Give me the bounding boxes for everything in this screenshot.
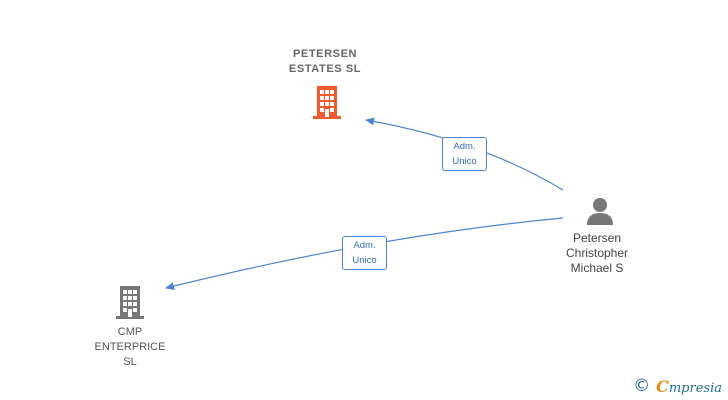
brand-name: Cmpresia [656,377,722,396]
role-line: Adm. [353,240,376,251]
company-node-cmp-enterprice[interactable]: CMP ENTERPRICE SL [70,325,190,370]
company-node-petersen-estates[interactable]: PETERSEN ESTATES SL [265,47,385,77]
building-icon[interactable] [114,284,146,320]
brand-rest: mpresia [668,380,722,396]
role-label-adm-unico[interactable]: Adm. Unico [442,137,487,171]
person-node-petersen[interactable]: Petersen Christopher Michael S [547,231,647,276]
person-name-line: Christopher [565,246,629,260]
role-line: Adm. [453,141,476,152]
company-name-line: CMP [117,326,143,338]
role-line: Unico [352,255,377,266]
person-name-line: Michael S [570,261,624,275]
copyright-icon: © [633,376,651,396]
brand-initial: C [656,376,669,396]
person-icon[interactable] [585,196,615,226]
company-name-line: ENTERPRICE [94,341,166,353]
person-name-line: Petersen [572,231,622,245]
empresia-logo: © Cmpresia [633,376,722,396]
building-icon[interactable] [311,84,343,120]
company-name-line: PETERSEN [292,48,358,60]
role-line: Unico [452,156,477,167]
company-name-line: SL [123,356,137,368]
company-name-line: ESTATES SL [288,63,362,75]
role-label-adm-unico[interactable]: Adm. Unico [342,236,387,270]
